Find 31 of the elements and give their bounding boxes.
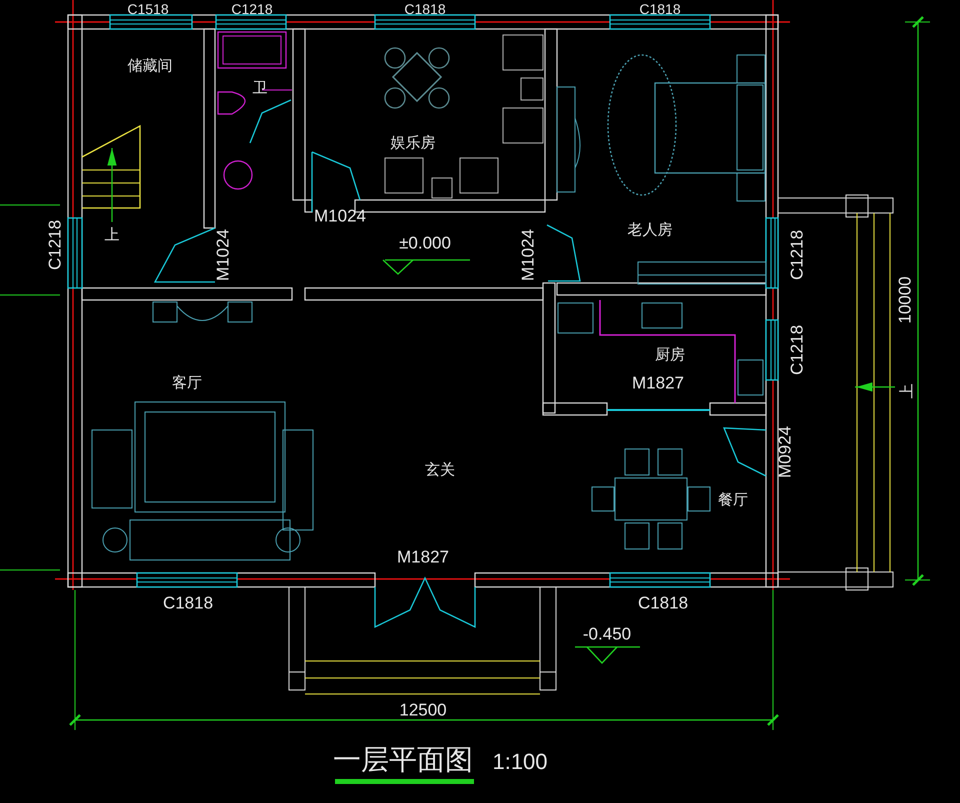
dimension-text: 10000 <box>896 276 914 324</box>
window-label: C1818 <box>638 594 688 612</box>
door-label: M1024 <box>314 208 366 224</box>
room-label: 餐厅 <box>718 492 748 508</box>
room-label: 玄关 <box>425 462 455 478</box>
drawing-title: 一层平面图 <box>333 746 473 774</box>
window-label: C1518 <box>127 2 169 16</box>
room-label: 储藏间 <box>128 58 172 74</box>
elevation-label: ±0.000 <box>399 234 451 252</box>
dimension-text: 12500 <box>399 702 447 718</box>
window-label: C1218 <box>46 220 64 270</box>
room-label: 娱乐房 <box>390 136 436 150</box>
room-label: 客厅 <box>172 376 202 390</box>
room-label: 厨房 <box>655 348 685 362</box>
window-label: C1218 <box>788 230 806 280</box>
stair-label: 上 <box>900 384 914 398</box>
window-label: C1218 <box>231 2 273 16</box>
door-label: M0924 <box>776 426 794 478</box>
stair-label: 上 <box>104 228 120 242</box>
elevation-label: -0.450 <box>582 626 632 642</box>
window-label: C1818 <box>162 594 214 612</box>
door-label: M1827 <box>632 374 684 392</box>
room-label: 老人房 <box>628 222 672 238</box>
scale-text: 1:100 <box>492 751 548 773</box>
window-label: C1818 <box>404 2 446 16</box>
door-label: M1024 <box>214 229 232 281</box>
window-label: C1818 <box>639 2 681 16</box>
door-label: M1024 <box>520 229 536 281</box>
window-label: C1218 <box>788 324 806 376</box>
door-label: M1827 <box>397 548 449 566</box>
room-label: 卫 <box>252 80 268 96</box>
